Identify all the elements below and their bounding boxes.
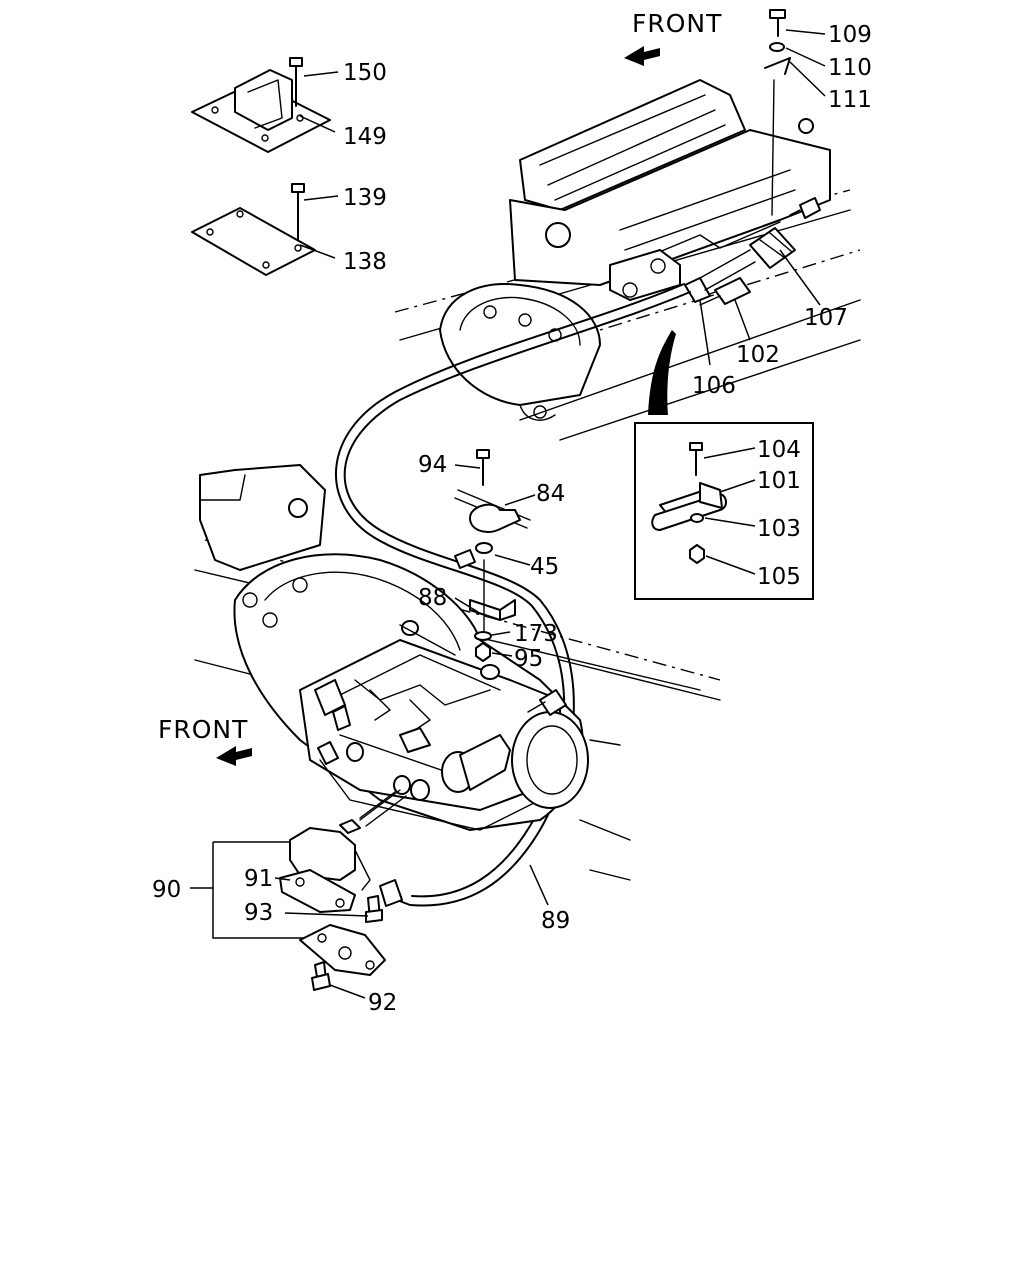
label-150: 150	[343, 60, 387, 86]
label-92: 92	[368, 990, 397, 1016]
label-173: 173	[514, 621, 558, 647]
label-93: 93	[244, 900, 273, 926]
label-138: 138	[343, 249, 387, 275]
detail-box	[634, 422, 814, 600]
detail-pointer	[648, 330, 676, 415]
label-89: 89	[541, 908, 570, 934]
label-149: 149	[343, 124, 387, 150]
label-84: 84	[536, 481, 565, 507]
label-88: 88	[418, 585, 447, 611]
label-107: 107	[804, 305, 848, 331]
bracket-plate-lower	[191, 183, 316, 276]
label-109: 109	[828, 22, 872, 48]
label-90: 90	[152, 877, 181, 903]
label-94: 94	[418, 452, 447, 478]
label-102: 102	[736, 342, 780, 368]
front-label-bottom: FRONT	[158, 715, 248, 744]
label-91: 91	[244, 866, 273, 892]
engine-assembly	[394, 9, 861, 441]
front-arrow-icon-top	[624, 46, 660, 66]
front-arrow-icon-bottom	[216, 746, 252, 766]
label-105: 105	[757, 564, 801, 590]
part-labels: 150 149 139 138 109 110 111 107 102 106 …	[152, 22, 872, 1016]
label-111: 111	[828, 87, 872, 113]
label-45: 45	[530, 554, 559, 580]
transmission-assembly	[194, 464, 721, 881]
speedometer-cable	[334, 283, 691, 907]
cable-clamp-hardware	[454, 449, 531, 662]
label-110: 110	[828, 55, 872, 81]
front-label-top: FRONT	[632, 9, 722, 38]
label-95: 95	[514, 646, 543, 672]
label-101: 101	[757, 468, 801, 494]
leader-lines	[274, 29, 826, 999]
speedo-adapter	[190, 791, 396, 991]
bracket-plate-upper	[191, 57, 331, 153]
label-139: 139	[343, 185, 387, 211]
label-104: 104	[757, 437, 801, 463]
label-106: 106	[692, 373, 736, 399]
label-103: 103	[757, 516, 801, 542]
